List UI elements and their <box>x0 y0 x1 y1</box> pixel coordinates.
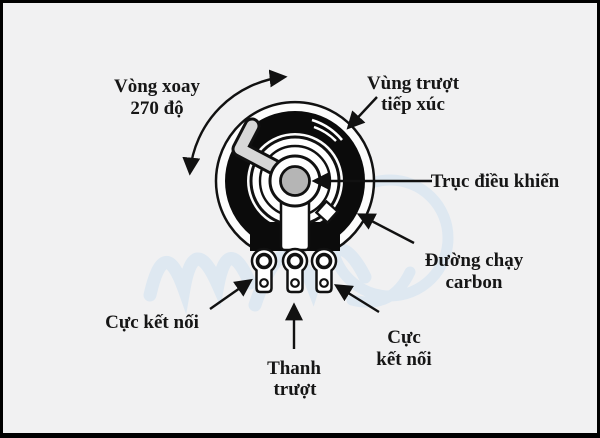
rotation-label-line1: Vòng xoay <box>114 76 201 97</box>
wiper-label-line1: Thanh <box>267 358 321 379</box>
terminal-right <box>310 247 338 294</box>
terminal-hole <box>315 252 333 270</box>
terminal-pin-hole <box>319 278 329 288</box>
terminal-left <box>250 247 278 294</box>
shaft-label: Trục điều khiển <box>431 171 560 192</box>
control-shaft <box>279 165 311 197</box>
contact-label-line2: tiếp xúc <box>381 94 445 115</box>
terminal-right-label-line2: kết nối <box>376 349 431 370</box>
wiper-label-line2: trượt <box>273 379 317 400</box>
rotation-label-line2: 270 độ <box>130 98 183 119</box>
terminal-hole <box>286 252 304 270</box>
terminal-right-arrow <box>333 284 380 314</box>
terminal-left-label: Cực kết nối <box>105 312 199 333</box>
callout-arrows <box>182 69 432 349</box>
contact-label-line1: Vùng trượt <box>367 73 460 94</box>
terminal-left-arrow <box>209 278 253 310</box>
carbon-label-line2: carbon <box>446 272 503 293</box>
carbon-arrow <box>356 213 415 245</box>
contact-area-mark-inner <box>313 125 337 142</box>
terminal-right-label-line1: Cực <box>387 327 421 348</box>
terminal-middle <box>281 247 309 294</box>
terminal-pin-hole <box>259 278 269 288</box>
contact-arrow <box>346 96 378 130</box>
wiper-contact-tab <box>314 199 340 225</box>
contact-area-mark-outer <box>311 118 344 141</box>
terminal-hole <box>255 252 273 270</box>
terminal-pin-hole <box>290 278 300 288</box>
diagram-canvas: Vòng xoay 270 độ Vùng trượt tiếp xúc Trụ… <box>105 69 560 400</box>
rotation-arc-arrow <box>182 69 288 176</box>
carbon-label-line1: Đường chạy <box>425 250 524 271</box>
